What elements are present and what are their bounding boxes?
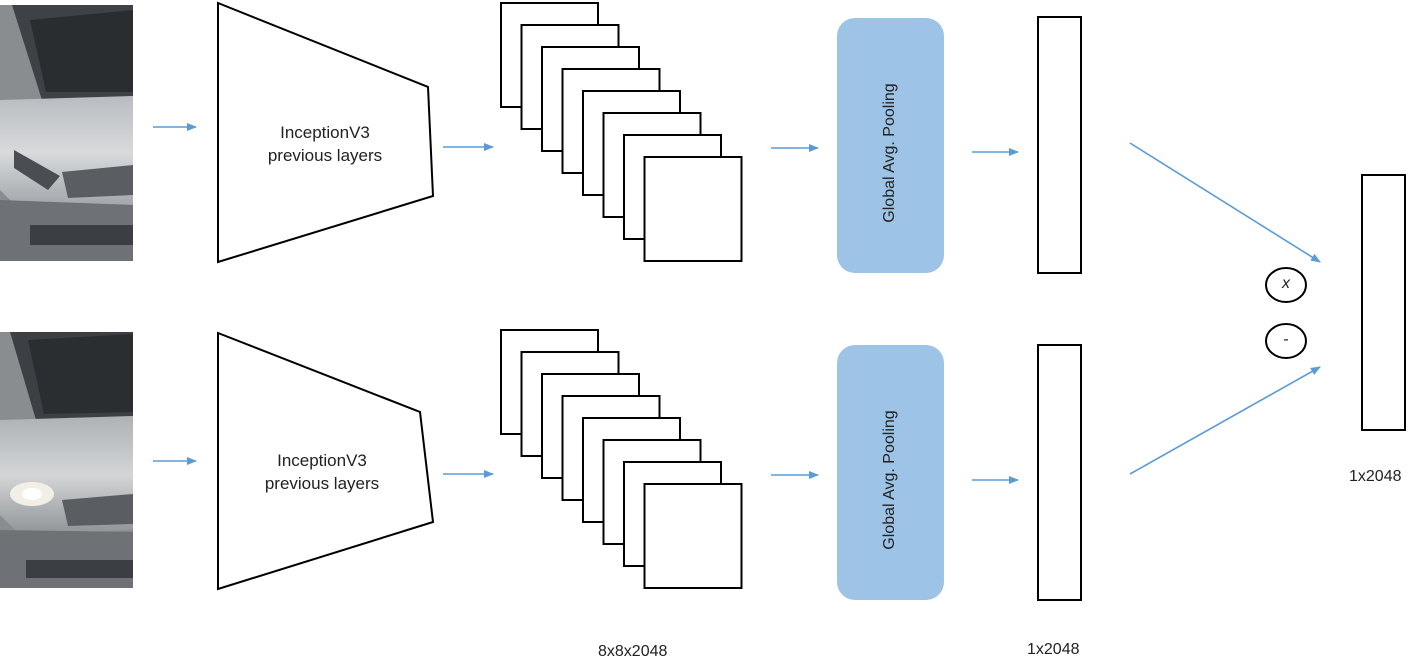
feature-map-dim-label: 8x8x2048	[598, 643, 668, 660]
pooling-label-top: Global Avg. Pooling	[881, 83, 898, 223]
input-image-top	[0, 5, 133, 261]
model-label-bottom: InceptionV3 previous layers	[222, 449, 422, 495]
inception-block-top	[217, 1, 435, 264]
multiply-operator-circle	[1265, 267, 1307, 303]
vector-top	[1037, 16, 1082, 274]
output-dim-label: 1x2048	[1349, 468, 1402, 485]
inception-block-bottom	[217, 331, 435, 591]
subtract-operator-circle	[1265, 323, 1307, 359]
model-label-top: InceptionV3 previous layers	[225, 121, 425, 167]
output-vector	[1361, 174, 1406, 431]
multiply-operator: x	[1282, 275, 1290, 292]
feature-map-stack-bottom	[500, 329, 743, 589]
subtract-operator: -	[1283, 331, 1289, 348]
model-label-top-line2: previous layers	[267, 146, 383, 165]
vector-dim-label: 1x2048	[1027, 641, 1080, 658]
model-label-bottom-line2: previous layers	[264, 474, 380, 493]
feature-top-map-8	[643, 156, 743, 262]
model-label-top-line1: InceptionV3	[280, 123, 370, 142]
model-label-bottom-line1: InceptionV3	[277, 451, 367, 470]
feature-map-stack-top	[500, 2, 743, 262]
arrow-vector-bottom-to-output	[1129, 366, 1321, 475]
pooling-box-bottom	[837, 345, 944, 600]
vector-bottom	[1037, 344, 1082, 601]
arrow-vector-top-to-output	[1129, 142, 1321, 263]
pooling-label-bottom: Global Avg. Pooling	[881, 410, 898, 550]
input-image-bottom	[0, 332, 133, 588]
feature-bottom-map-8	[643, 483, 743, 589]
pooling-box-top	[837, 18, 944, 273]
